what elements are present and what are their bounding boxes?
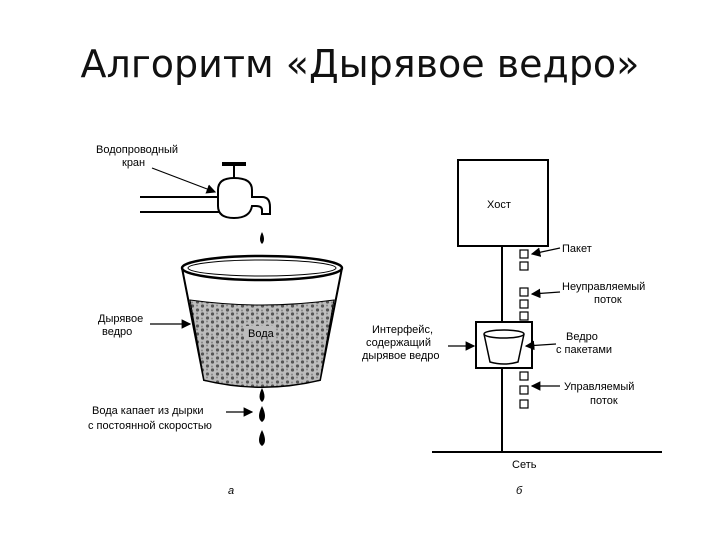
packet	[519, 299, 529, 309]
caption-a: а	[228, 485, 234, 497]
interface-label-line3: дырявое ведро	[362, 350, 440, 362]
packet-label: Пакет	[562, 243, 592, 255]
tap-label-line1: Водопроводный	[96, 144, 178, 156]
unregulated-arrow	[530, 288, 561, 299]
leaky-bucket-icon	[180, 254, 344, 388]
drop-icon	[260, 232, 264, 244]
packet-bucket-icon	[483, 329, 525, 365]
drip-label-line2: с постоянной скоростью	[88, 420, 212, 432]
drop-icon	[259, 406, 265, 422]
bucket-label-line1: Дырявое	[98, 313, 143, 325]
tap-label-line2: кран	[122, 157, 145, 169]
water-label: Вода	[248, 328, 275, 340]
interface-label-line1: Интерфейс,	[372, 324, 433, 336]
packet-bucket-label-line1: Ведро	[566, 331, 598, 343]
packet-bucket-label-line2: с пакетами	[556, 344, 612, 356]
drop-icon	[259, 430, 265, 446]
faucet-icon	[140, 162, 271, 220]
packet	[519, 371, 529, 381]
unregulated-label-line1: Неуправляемый	[562, 281, 645, 293]
host-box	[457, 159, 549, 247]
network-label: Сеть	[512, 459, 537, 471]
bucket-label-line2: ведро	[102, 326, 132, 338]
host-label: Хост	[487, 199, 511, 211]
right-diagram: Хост Пакет Неуправляемый поток Интерфейс…	[362, 159, 662, 497]
regulated-label-line1: Управляемый	[564, 381, 634, 393]
packet	[519, 311, 529, 321]
interface-label-line2: содержащий	[366, 337, 431, 349]
packet-arrow	[530, 247, 561, 257]
drop-icon	[259, 388, 265, 402]
packet	[519, 399, 529, 409]
unregulated-label-line2: поток	[594, 294, 622, 306]
slide-title: Алгоритм «Дырявое ведро»	[80, 42, 640, 86]
caption-b: б	[516, 485, 523, 497]
drip-label-line1: Вода капает из дырки	[92, 405, 204, 417]
packet	[519, 287, 529, 297]
packet	[519, 249, 529, 259]
left-diagram: Вода Водопроводный кран Дырявое ведро Во…	[88, 144, 344, 497]
tap-arrow	[151, 167, 217, 194]
regulated-label-line2: поток	[590, 395, 618, 407]
packet-bucket-arrow	[524, 340, 557, 351]
packet	[519, 261, 529, 271]
packet	[519, 385, 529, 395]
